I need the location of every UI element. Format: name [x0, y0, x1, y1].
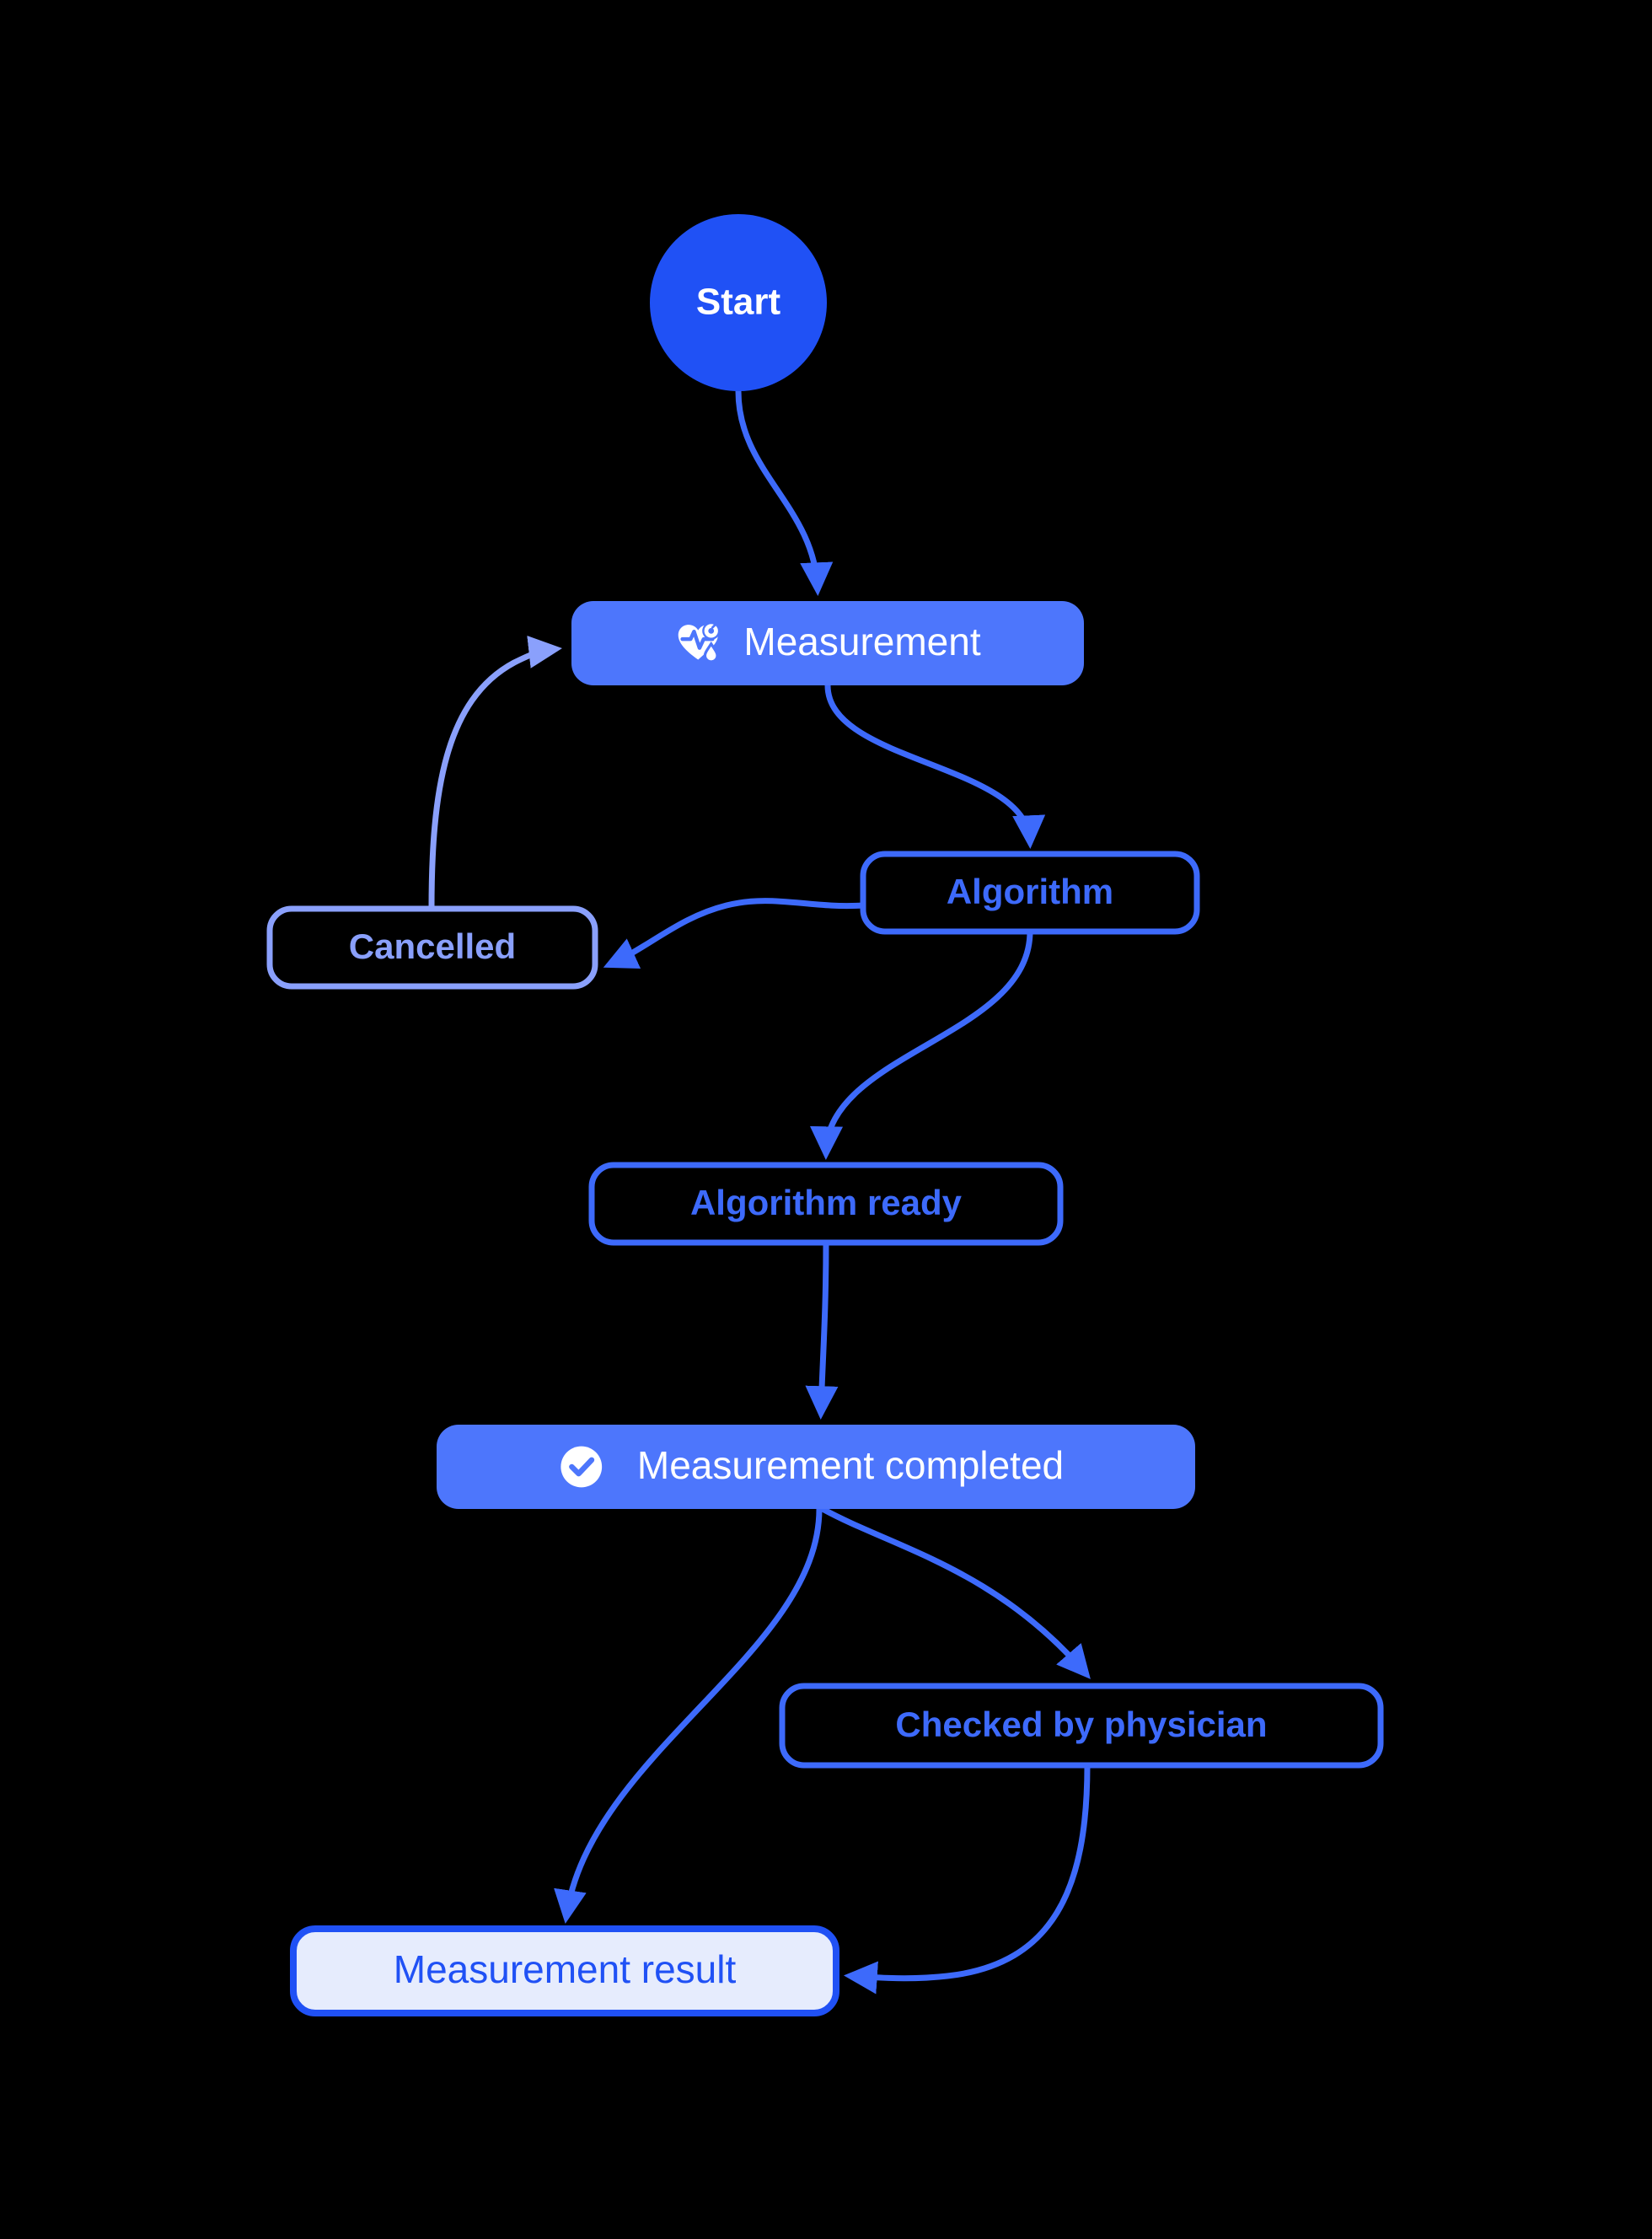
node-label-start: Start: [696, 282, 781, 323]
node-shape-checked-by-physician: [779, 1683, 1384, 1769]
node-measurement-result[interactable]: Measurement result: [290, 1925, 839, 2016]
edge-measurement-to-algorithm: [824, 682, 1046, 850]
node-shape-algorithm-ready: [588, 1162, 1064, 1246]
check-circle-icon: [560, 1446, 603, 1488]
node-checked-by-physician[interactable]: Checked by physician: [779, 1683, 1384, 1769]
node-label-algorithm-ready: Algorithm ready: [690, 1183, 963, 1222]
edge-cancelled-to-measurement: [428, 635, 562, 912]
edge-algorithm-to-cancelled: [603, 898, 866, 969]
node-label-checked-by-physician: Checked by physician: [895, 1705, 1267, 1744]
node-shape-algorithm: [860, 851, 1200, 935]
edge-measurement-completed-to-checked-by-physician: [819, 1506, 1091, 1679]
node-label-algorithm: Algorithm: [947, 872, 1113, 911]
node-shape-start: [650, 214, 827, 391]
heart-pulse-drop-icon: [678, 621, 721, 663]
edge-measurement-completed-to-measurement-result: [554, 1506, 823, 1924]
node-shape-measurement-result: [290, 1925, 839, 2016]
edge-start-to-measurement: [735, 388, 834, 597]
node-label-cancelled: Cancelled: [349, 926, 516, 966]
node-shape-cancelled: [266, 905, 598, 990]
edges-layer: [428, 388, 1091, 1995]
node-shape-measurement-completed: [437, 1425, 1195, 1509]
edge-algorithm-ready-to-measurement-completed: [805, 1239, 839, 1420]
nodes-layer: StartMeasurementAlgorithmCancelledAlgori…: [266, 214, 1384, 2016]
node-start[interactable]: Start: [650, 214, 827, 391]
edge-algorithm-to-algorithm-ready: [810, 928, 1033, 1161]
node-algorithm-ready[interactable]: Algorithm ready: [588, 1162, 1064, 1246]
node-label-measurement: Measurement: [743, 620, 980, 663]
node-label-measurement-result: Measurement result: [394, 1947, 737, 1991]
node-algorithm[interactable]: Algorithm: [860, 851, 1200, 935]
node-measurement[interactable]: Measurement: [571, 601, 1084, 685]
node-label-measurement-completed: Measurement completed: [637, 1443, 1064, 1487]
node-measurement-completed[interactable]: Measurement completed: [437, 1425, 1195, 1509]
edge-checked-by-physician-to-measurement-result: [843, 1762, 1091, 1995]
node-shape-measurement: [571, 601, 1084, 685]
node-cancelled[interactable]: Cancelled: [266, 905, 598, 990]
